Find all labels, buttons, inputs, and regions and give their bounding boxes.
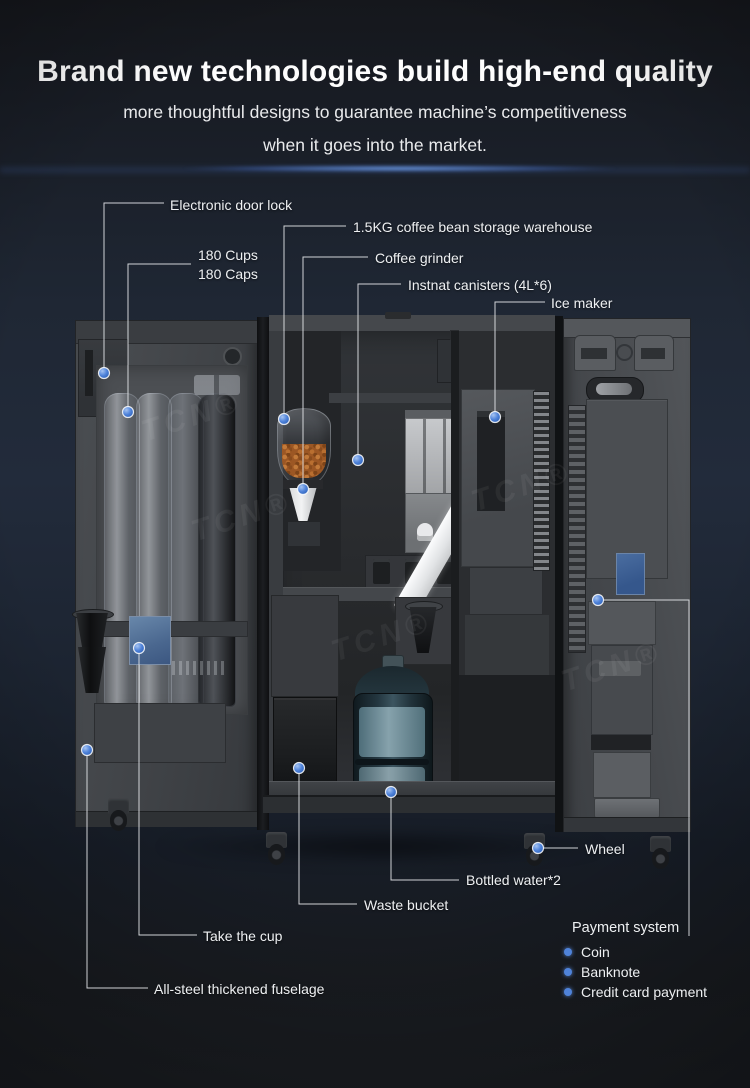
- cabinet-beam: [329, 393, 531, 403]
- ice-maker-shelf: [469, 567, 543, 615]
- coin-unit: [588, 601, 656, 645]
- cup-dispenser-tube: [198, 393, 236, 707]
- door-hinge-gap: [257, 317, 269, 830]
- payment-item-banknote: Banknote: [564, 964, 640, 980]
- payment-item-label: Banknote: [581, 964, 641, 980]
- payment-system-title: Payment system: [572, 920, 680, 936]
- label-cups-line2: 180 Caps: [198, 266, 258, 282]
- right-door-bottom-edge: [564, 817, 690, 832]
- right-door: [563, 318, 691, 832]
- page-title: Brand new technologies build high-end qu…: [37, 55, 713, 88]
- interior-divider: [451, 331, 459, 795]
- payment-item-credit-card: Credit card payment: [564, 984, 707, 1000]
- label-waste-bucket: Waste bucket: [364, 897, 449, 913]
- caps-stack: [194, 375, 240, 395]
- door-hinge-gap: [555, 316, 563, 832]
- label-coffee-grinder: Coffee grinder: [375, 250, 464, 266]
- right-bay-dark-space: [459, 675, 555, 781]
- left-door: [72, 320, 259, 827]
- card-reader-unit: [593, 752, 651, 798]
- bottle-shoulder: [355, 666, 429, 696]
- bottle-ring: [355, 759, 429, 765]
- subtitle-line-1: more thoughtful designs to guarantee mac…: [123, 102, 627, 122]
- label-take-the-cup: Take the cup: [203, 928, 283, 944]
- banknote-unit-plate: [599, 661, 641, 676]
- right-door-round-port: [616, 344, 633, 361]
- coffee-bean-hopper: [277, 408, 331, 484]
- door-handle-bar: [596, 383, 632, 395]
- bullet-dot-icon: [564, 968, 572, 976]
- cup-outlet-grid: [172, 661, 228, 675]
- dispense-nozzle: [417, 523, 433, 541]
- banknote-unit: [591, 645, 653, 735]
- label-cups-line1: 180 Cups: [198, 247, 258, 263]
- take-cup-screen: [129, 616, 171, 665]
- caster-wheel: [647, 836, 674, 872]
- left-door-bottom-tray: [94, 703, 226, 763]
- label-fuselage: All-steel thickened fuselage: [154, 981, 325, 997]
- caster-wheel: [521, 833, 548, 869]
- bottle-label: [359, 707, 425, 757]
- bullet-dot-icon: [564, 948, 572, 956]
- connector-block: [634, 335, 674, 371]
- bullet-dot-icon: [564, 988, 572, 996]
- vending-machine-illustration: [67, 312, 697, 872]
- payment-mount-panel: [586, 399, 668, 579]
- center-cabinet: [263, 312, 561, 835]
- cabinet-front-rail: [263, 795, 561, 813]
- payment-stack-gap: [591, 735, 651, 750]
- label-electronic-door-lock: Electronic door lock: [170, 197, 293, 213]
- header: Brand new technologies build high-end qu…: [0, 55, 750, 156]
- brewer-box: [271, 595, 339, 697]
- grinder-collar: [283, 480, 323, 489]
- caster-wheel: [105, 798, 132, 834]
- coffee-beans: [282, 444, 326, 478]
- mixer-clamp: [373, 559, 390, 584]
- payment-item-label: Credit card payment: [581, 984, 708, 1000]
- payment-item-label: Coin: [581, 944, 610, 960]
- label-bottled-water: Bottled water*2: [466, 872, 561, 888]
- cabinet-top-latch: [385, 312, 411, 319]
- waste-bucket-box: [273, 697, 337, 783]
- label-wheel: Wheel: [585, 841, 625, 857]
- condenser-coil: [533, 391, 550, 571]
- caster-wheel: [263, 832, 290, 868]
- subtitle-line-2: when it goes into the market.: [263, 135, 487, 155]
- left-door-round-port: [223, 347, 242, 366]
- connector-block: [574, 335, 616, 371]
- right-bay-lower-box: [465, 615, 549, 675]
- label-cups: 180 Cups 180 Caps: [198, 246, 258, 284]
- vent-slots: [568, 405, 586, 653]
- right-door-top-strip: [564, 319, 690, 338]
- coffee-grinder-base: [287, 521, 321, 547]
- cup-dispenser-tube: [104, 393, 140, 707]
- ice-maker-unit: [477, 411, 505, 511]
- label-bean-storage: 1.5KG coffee bean storage warehouse: [353, 219, 593, 235]
- payment-item-coin: Coin: [564, 944, 610, 960]
- left-door-bottom-edge: [76, 811, 258, 827]
- blue-glow-streak: [95, 164, 660, 173]
- label-ice-maker: Ice maker: [551, 295, 613, 311]
- cash-tray: [594, 798, 660, 818]
- payment-screen: [616, 553, 645, 595]
- label-instant-canisters: Instnat canisters (4L*6): [408, 277, 552, 293]
